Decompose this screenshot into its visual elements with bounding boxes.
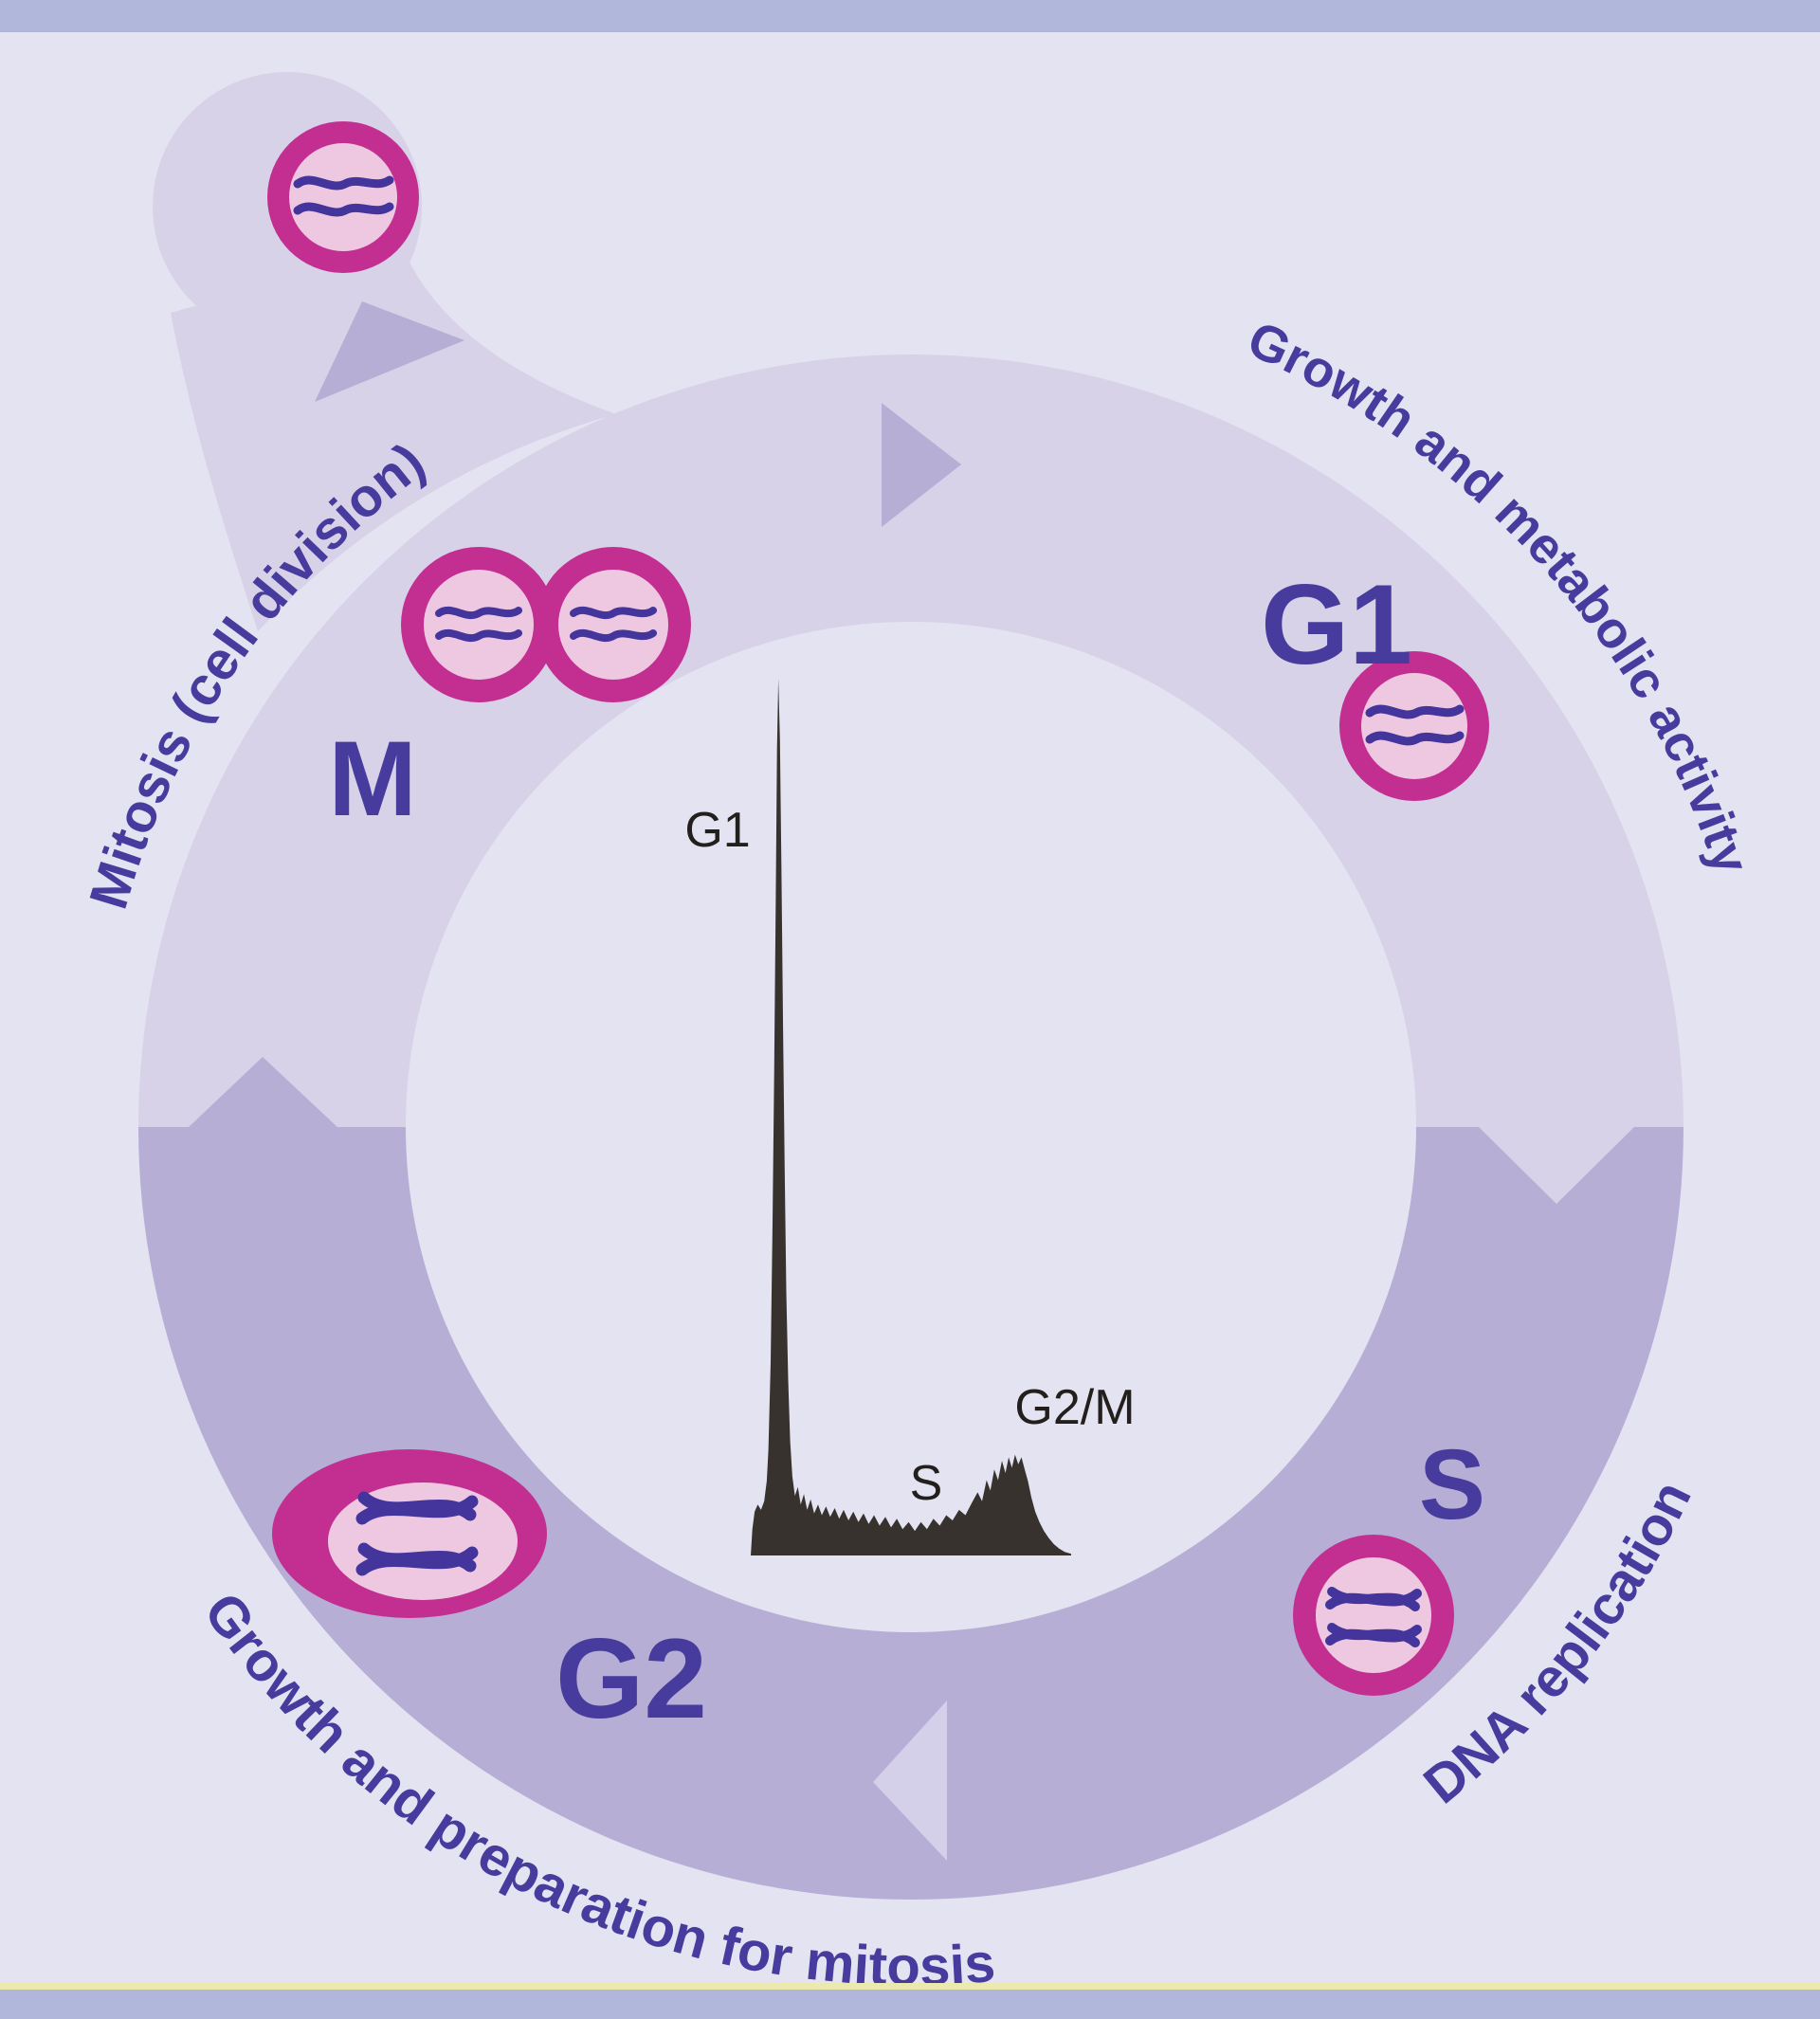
left-up-chevron-arrow-icon	[188, 1057, 338, 1128]
s-cell-replicating-chromosomes-icon	[1325, 1587, 1422, 1611]
m-branch-stem	[171, 248, 616, 631]
cell-illustrations	[267, 121, 1489, 1696]
daughter-cell-chromatin-icon	[293, 175, 394, 217]
m-cell-left-chromatin-icon	[435, 606, 522, 642]
m-cell-left-interior	[424, 570, 534, 680]
phase-label-m: M	[328, 719, 416, 838]
m-phase-cell-illustration	[401, 547, 691, 702]
g2-cell-condensed-chromosome-icon	[355, 1542, 479, 1576]
histogram: G1 S G2/M	[684, 679, 1136, 1555]
phase-label-g1: G1	[1261, 561, 1412, 688]
g1-phase-cell-illustration	[1339, 651, 1489, 801]
yellow-divider	[0, 1983, 1820, 1990]
g2-cell-condensed-chromosome-icon	[355, 1491, 479, 1525]
phase-labels: M G1 S G2	[328, 561, 1485, 1742]
histogram-g2m-peak-label: G2/M	[1014, 1380, 1135, 1435]
ring-lower-half	[138, 1127, 1684, 1900]
s-cell-replicating-chromosomes-icon	[1325, 1623, 1422, 1647]
g2-cell-interior	[328, 1482, 518, 1600]
g1-cell-chromatin-icon	[1365, 704, 1465, 746]
branch-arrow-icon	[315, 301, 464, 402]
phase-label-s: S	[1419, 1429, 1485, 1540]
ring-upper-half	[138, 355, 1684, 1127]
s-cell-interior	[1316, 1557, 1431, 1673]
g2-phase-cell-illustration	[272, 1449, 547, 1618]
top-right-arrow-icon	[882, 403, 961, 527]
histogram-shape	[751, 679, 1071, 1555]
histogram-s-region-label: S	[910, 1456, 943, 1511]
right-down-chevron-arrow-icon	[1478, 1126, 1635, 1204]
histogram-g1-peak-label: G1	[684, 803, 750, 858]
bottom-left-arrow-icon	[873, 1701, 947, 1861]
cycle-ring	[138, 301, 1684, 1900]
g1-cell-interior	[1361, 673, 1467, 779]
m-cell-right-chromatin-icon	[570, 606, 657, 642]
s-phase-cell-illustration	[1293, 1535, 1454, 1696]
daughter-cell-interior	[289, 143, 397, 251]
top-bar	[0, 0, 1820, 32]
phase-label-g2: G2	[555, 1615, 707, 1742]
daughter-cell-illustration	[267, 121, 419, 273]
bottom-bar	[0, 1990, 1820, 2019]
m-cell-right-interior	[558, 570, 668, 680]
